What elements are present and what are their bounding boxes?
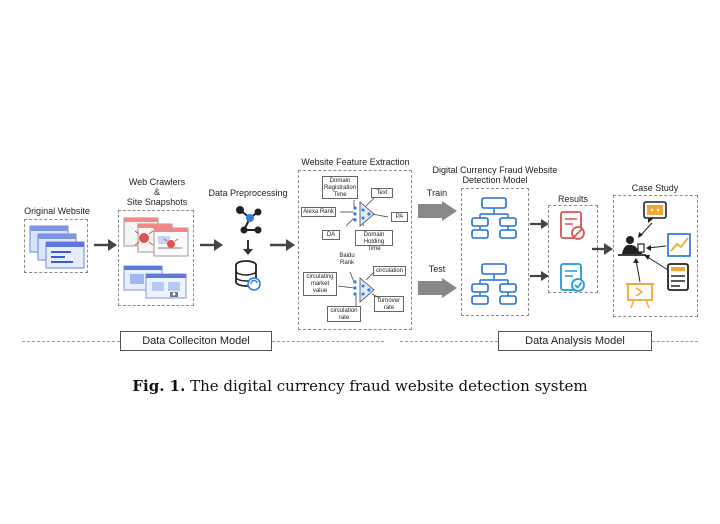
web-crawler-icon [123,217,189,257]
figure-number: Fig. 1. [132,377,186,395]
feature-text: Time [333,192,347,198]
figure-caption-text: The digital currency fraud website detec… [185,377,588,395]
feature-text: turnover [377,298,400,304]
arrow-to-results-top [530,219,549,229]
feature-pa: PA [391,212,408,222]
decision-tree-top-icon [471,197,517,239]
data-analysis-module-tag: Data Analysis Model [498,331,652,351]
feature-text: Holding Time [363,239,385,252]
database-icon [235,260,261,291]
down-arrow-icon [243,240,253,255]
feature-extraction-box [298,170,412,330]
feature-circulation: circulation [373,266,406,276]
case-study-collage-icon [618,201,691,309]
collection-divider-right [272,341,384,342]
feature-turnover-rate: turnover rate [374,296,404,312]
feature-text: Domain [329,178,351,184]
feature-alexa-rank: Alexa Rank [301,207,336,217]
feature-text: circulation [330,308,358,314]
website-windows-icon [29,225,85,269]
test-arrow [418,278,457,298]
feature-circulation-rate: circulation rate [327,306,361,322]
feature-text: Baidu [339,253,355,259]
feature-text: rate [338,315,350,321]
rejected-document-icon [560,211,585,240]
web-crawlers-label: Web Crawlers [128,177,186,187]
site-snapshot-icon [123,265,187,299]
feature-da: DA [322,230,340,240]
approved-document-icon [560,263,585,292]
crawler-box [118,210,194,306]
analysis-divider-left [400,341,498,342]
graph-network-icon [236,206,262,234]
ampersand-label: & [153,187,160,197]
figure-caption: Fig. 1. The digital currency fraud websi… [0,377,720,395]
test-label: Test [428,264,446,274]
feature-domain-holding-time: Domain Holding Time [355,230,393,252]
feature-domain-registration-time: Domain Registration Time [322,176,358,199]
arrow-to-preprocessing [200,239,223,251]
case-study-box [613,195,698,317]
site-snapshots-label: Site Snapshots [126,197,188,207]
feature-text: value [312,288,328,294]
case-study-label: Case Study [631,183,679,193]
detection-model-label-2: Detection Model [462,175,528,185]
feature-text: Rank [339,260,354,266]
original-website-label: Original Website [24,206,90,216]
feature-network-bottom-icon [337,271,381,306]
feature-text-box: Text [371,188,393,198]
data-collection-module-tag: Data Colleciton Model [120,331,272,351]
detection-model-box [461,188,529,316]
train-label: Train [426,188,448,198]
arrow-to-results-bottom [530,271,549,281]
data-preprocessing-label: Data Preprocessing [208,188,288,198]
feature-text: market [310,281,330,287]
collection-divider-left [22,341,120,342]
feature-text: Domain [363,232,385,238]
feature-text: rate [383,305,395,311]
analysis-divider-right [652,341,698,342]
decision-tree-bottom-icon [471,263,517,305]
feature-network-top-icon [340,197,389,227]
arrow-to-crawler [94,239,117,251]
results-label: Results [557,194,588,204]
train-arrow [418,201,457,221]
feature-extraction-label: Website Feature Extraction [301,157,410,167]
feature-circulating-market-value: circulating market value [303,272,337,296]
original-website-box [24,219,88,273]
feature-text: circulating [306,274,334,280]
feature-baidu-rank: Baidu Rank [333,253,361,267]
feature-text: Registration [324,185,357,191]
detection-model-label-1: Digital Currency Fraud Website [432,165,558,175]
arrow-to-feature-extraction [270,239,295,251]
arrow-to-case-study [592,243,613,255]
